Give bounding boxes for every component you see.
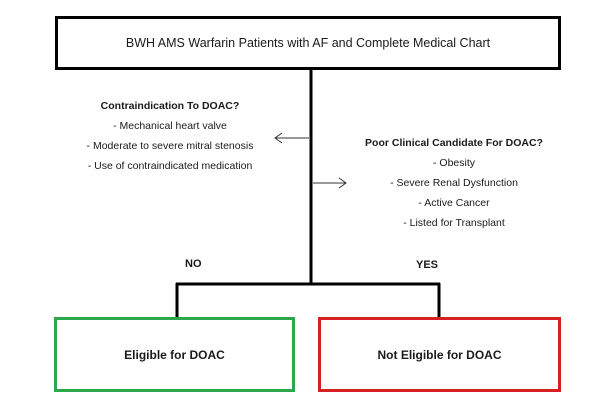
contraindication-item: - Moderate to severe mitral stenosis [86,140,254,152]
start-box: BWH AMS Warfarin Patients with AF and Co… [55,16,561,70]
branch-label-no: NO [185,258,202,270]
contraindication-criteria: Contraindication To DOAC? - Mechanical h… [56,96,284,176]
contraindication-item: - Mechanical heart valve [113,120,227,132]
not-eligible-label: Not Eligible for DOAC [377,347,502,362]
eligible-label: Eligible for DOAC [124,347,225,362]
left-arrow [274,132,309,144]
poor-candidate-heading: Poor Clinical Candidate For DOAC? [365,137,543,149]
contraindication-heading: Contraindication To DOAC? [100,100,240,112]
contraindication-item: - Use of contraindicated medication [87,160,253,172]
not-eligible-box: Not Eligible for DOAC [318,317,561,392]
start-box-label: BWH AMS Warfarin Patients with AF and Co… [125,36,491,50]
poor-candidate-criteria: Poor Clinical Candidate For DOAC? - Obes… [340,133,568,233]
poor-candidate-item: - Active Cancer [418,197,490,209]
poor-candidate-item: - Listed for Transplant [403,217,505,229]
right-arrow [313,177,347,189]
branch-label-yes: YES [416,259,439,271]
poor-candidate-item: - Severe Renal Dysfunction [390,177,518,189]
poor-candidate-item: - Obesity [432,157,475,169]
eligible-box: Eligible for DOAC [54,317,295,392]
